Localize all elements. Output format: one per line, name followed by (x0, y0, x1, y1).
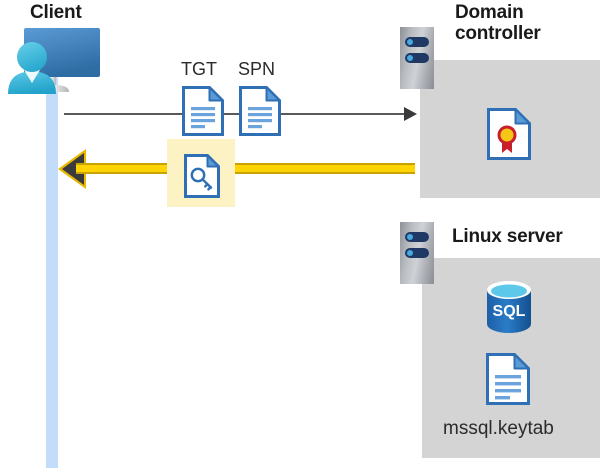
certificate-document-icon (487, 108, 531, 165)
server-led-top (407, 234, 413, 240)
sql-icon-label: SQL (493, 303, 526, 320)
server-led-bottom (407, 55, 413, 61)
domain-controller-server-rack-icon (400, 27, 434, 89)
request-arrow-head (404, 107, 417, 121)
client-lifeline (46, 72, 58, 468)
tgt-document-icon (182, 86, 224, 141)
linux-server-title: Linux server (452, 226, 563, 247)
response-arrow-head (62, 153, 84, 185)
keytab-document-icon (486, 353, 530, 410)
sql-database-icon: SQL (484, 280, 534, 339)
server-led-bottom (407, 250, 413, 256)
server-bar-bottom (405, 248, 429, 258)
server-bar-bottom (405, 53, 429, 63)
domain-controller-title-line2: controller (455, 23, 541, 45)
spn-document-icon (239, 86, 281, 141)
keytab-filename-label: mssql.keytab (443, 418, 554, 439)
linux-server-rack-icon (400, 222, 434, 284)
tgt-label: TGT (181, 59, 217, 79)
domain-controller-title-line1: Domain (455, 2, 524, 23)
domain-controller-title: Domain controller (455, 2, 585, 45)
user-with-monitor-icon (2, 24, 106, 106)
server-bar-top (405, 232, 429, 242)
server-led-top (407, 39, 413, 45)
server-bar-top (405, 37, 429, 47)
response-arrow-line (76, 163, 415, 174)
request-arrow-line (64, 113, 412, 115)
spn-label: SPN (238, 59, 276, 79)
client-title: Client (30, 2, 82, 23)
document-with-key-icon (184, 154, 220, 203)
